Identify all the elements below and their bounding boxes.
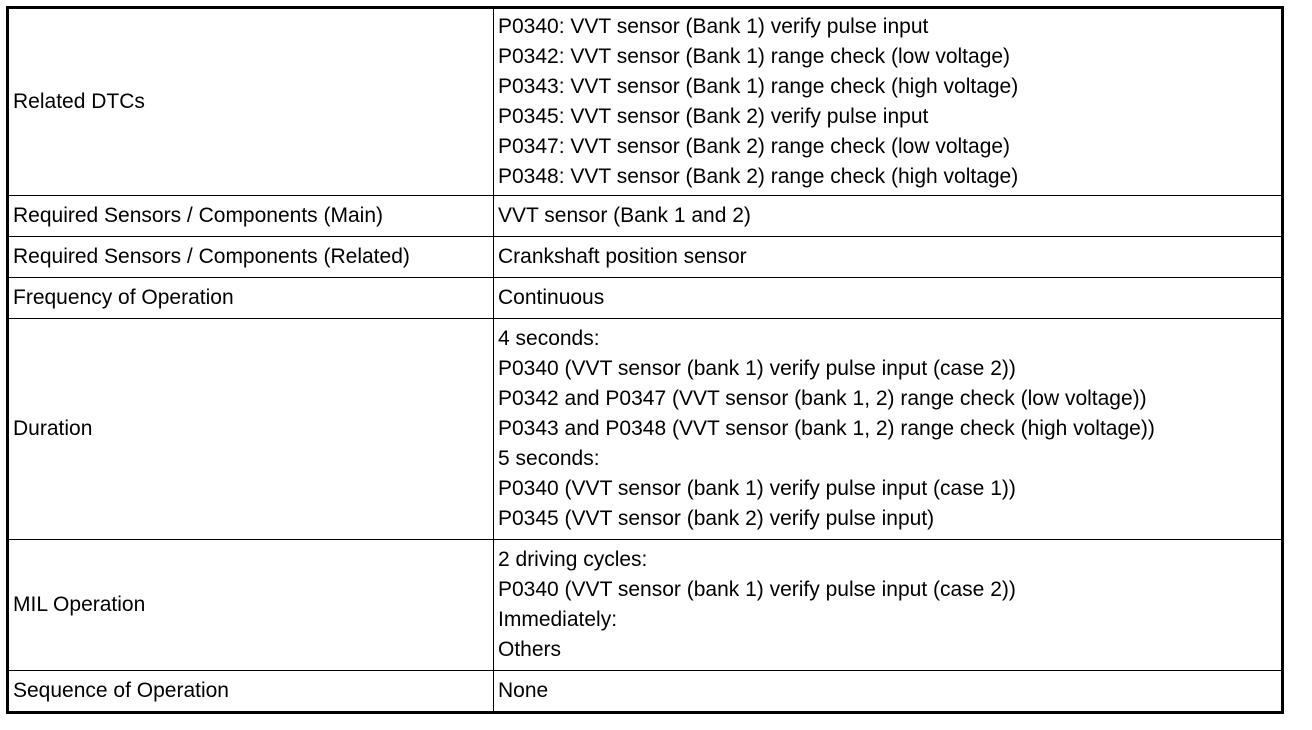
table-row-sequence: Sequence of Operation None: [7, 670, 1283, 713]
spec-table: Related DTCs P0340: VVT sensor (Bank 1) …: [6, 6, 1284, 714]
value-line: 5 seconds:: [498, 447, 600, 470]
value-line: 4 seconds:: [498, 327, 600, 350]
value-line: Continuous: [498, 286, 605, 309]
value-line: P0342: VVT sensor (Bank 1) range check (…: [498, 45, 1011, 68]
value-line: P0348: VVT sensor (Bank 2) range check (…: [498, 165, 1019, 188]
row-value: VVT sensor (Bank 1 and 2): [493, 195, 1283, 237]
value-line: None: [498, 679, 549, 702]
value-line: P0345: VVT sensor (Bank 2) verify pulse …: [498, 105, 929, 128]
row-label: Duration: [7, 318, 494, 540]
table-row-mil-operation: MIL Operation 2 driving cycles: P0340 (V…: [7, 539, 1283, 671]
value-line: P0342 and P0347 (VVT sensor (bank 1, 2) …: [498, 387, 1147, 410]
value-line: P0340 (VVT sensor (bank 1) verify pulse …: [498, 477, 1016, 500]
row-value: Crankshaft position sensor: [493, 236, 1283, 278]
table-row-required-main: Required Sensors / Components (Main) VVT…: [7, 195, 1283, 237]
row-value: 4 seconds: P0340 (VVT sensor (bank 1) ve…: [493, 318, 1283, 540]
value-line: P0340 (VVT sensor (bank 1) verify pulse …: [498, 578, 1016, 601]
value-line: P0340 (VVT sensor (bank 1) verify pulse …: [498, 357, 1016, 380]
row-label: Frequency of Operation: [7, 277, 494, 319]
row-label: Required Sensors / Components (Related): [7, 236, 494, 278]
table-row-duration: Duration 4 seconds: P0340 (VVT sensor (b…: [7, 318, 1283, 540]
table-row-frequency: Frequency of Operation Continuous: [7, 277, 1283, 319]
value-line: P0345 (VVT sensor (bank 2) verify pulse …: [498, 507, 935, 530]
row-value: P0340: VVT sensor (Bank 1) verify pulse …: [493, 7, 1283, 196]
row-value: 2 driving cycles: P0340 (VVT sensor (ban…: [493, 539, 1283, 671]
value-line: Others: [498, 638, 562, 661]
row-label: MIL Operation: [7, 539, 494, 671]
value-line: Crankshaft position sensor: [498, 245, 747, 268]
row-label: Sequence of Operation: [7, 670, 494, 713]
value-line: Immediately:: [498, 608, 618, 631]
value-line: P0343: VVT sensor (Bank 1) range check (…: [498, 75, 1019, 98]
value-line: P0343 and P0348 (VVT sensor (bank 1, 2) …: [498, 417, 1155, 440]
value-line: P0340: VVT sensor (Bank 1) verify pulse …: [498, 15, 929, 38]
table-row-related-dtcs: Related DTCs P0340: VVT sensor (Bank 1) …: [7, 7, 1283, 196]
table-row-required-related: Required Sensors / Components (Related) …: [7, 236, 1283, 278]
row-label: Required Sensors / Components (Main): [7, 195, 494, 237]
value-line: 2 driving cycles:: [498, 548, 648, 571]
row-value: Continuous: [493, 277, 1283, 319]
row-value: None: [493, 670, 1283, 713]
value-line: VVT sensor (Bank 1 and 2): [498, 204, 751, 227]
value-line: P0347: VVT sensor (Bank 2) range check (…: [498, 135, 1011, 158]
row-label: Related DTCs: [7, 7, 494, 196]
